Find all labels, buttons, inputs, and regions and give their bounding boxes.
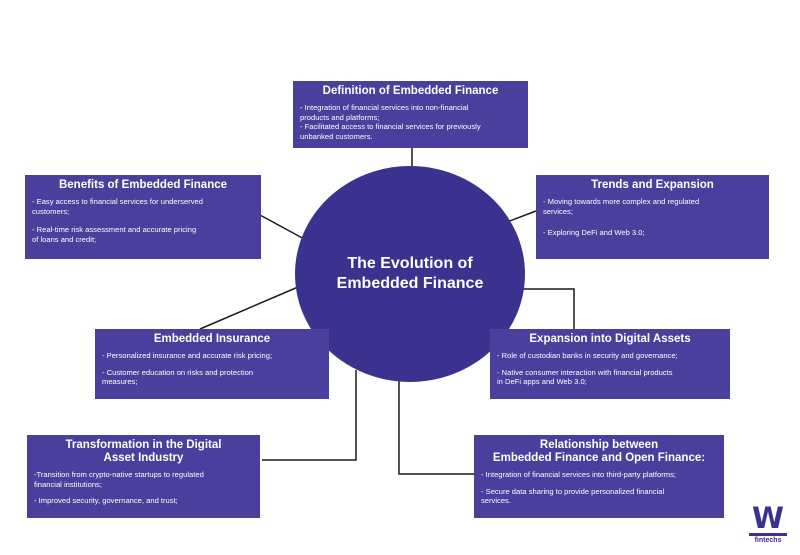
definition-line: - Facilitated access to financial servic… [300, 122, 481, 132]
definition-line: unbanked customers. [300, 131, 373, 141]
connector-trends [506, 210, 537, 223]
connector-digital-assets [509, 288, 575, 330]
relationship-title: Relationship between Embedded Finance an… [481, 439, 717, 465]
definition-line: products and platforms; [300, 112, 380, 122]
brand-logo: W fintechs [746, 503, 790, 545]
trends-line: - Moving towards more complex and regula… [543, 197, 700, 206]
transformation-line: -Transition from crypto-native startups … [34, 470, 204, 479]
insurance-line: - Personalized insurance and accurate ri… [102, 351, 273, 360]
benefits-line: - Easy access to financial services for … [32, 197, 203, 206]
connector-insurance [199, 286, 299, 330]
transformation-title-line: Transformation in the Digital [65, 439, 222, 451]
connector-relationship [398, 378, 476, 475]
trends-line: services; [543, 206, 573, 216]
relationship-line: - Integration of financial services into… [481, 470, 676, 479]
transformation-title-line: Asset Industry [103, 452, 184, 464]
digital-assets-box: Expansion into Digital Assets - Role of … [490, 329, 730, 399]
benefits-line: - Real-time risk assessment and accurate… [32, 225, 197, 235]
benefits-box: Benefits of Embedded Finance - Easy acce… [25, 175, 261, 259]
relationship-title-line: Relationship between [539, 439, 659, 451]
insurance-line: - Customer education on risks and protec… [102, 367, 254, 377]
connector-benefits [259, 214, 307, 241]
digital-assets-line: - Role of custodian banks in security an… [497, 351, 678, 360]
trends-box: Trends and Expansion - Moving towards mo… [536, 175, 769, 259]
digital-assets-title: Expansion into Digital Assets [529, 333, 691, 345]
benefits-title: Benefits of Embedded Finance [58, 179, 228, 191]
relationship-title-line: Embedded Finance and Open Finance: [492, 452, 706, 464]
relationship-box: Relationship between Embedded Finance an… [474, 435, 724, 518]
definition-line: - Integration of financial services into… [300, 103, 469, 112]
transformation-title: Transformation in the Digital Asset Indu… [34, 439, 253, 465]
digital-assets-line: in DeFi apps and Web 3.0; [497, 377, 587, 387]
center-title: The Evolution of Embedded Finance [336, 255, 484, 292]
trends-line: - Exploring DeFi and Web 3.0; [543, 228, 645, 238]
center-circle: The Evolution of Embedded Finance [295, 166, 525, 382]
transformation-box: Transformation in the Digital Asset Indu… [27, 435, 260, 518]
transformation-line: - Improved security, governance, and tru… [34, 496, 178, 506]
definition-title: Definition of Embedded Finance [322, 85, 499, 97]
insurance-box: Embedded Insurance - Personalized insura… [95, 329, 329, 399]
benefits-line: customers; [32, 206, 70, 216]
logo-underline [749, 533, 787, 536]
transformation-line: financial institutions; [34, 479, 102, 489]
connector-transformation [262, 370, 357, 461]
insurance-title: Embedded Insurance [153, 333, 271, 345]
logo-text: fintechs [754, 537, 782, 544]
relationship-line: - Secure data sharing to provide persona… [481, 486, 665, 496]
definition-box: Definition of Embedded Finance - Integra… [293, 81, 528, 148]
insurance-line: measures; [102, 377, 138, 387]
benefits-line: of loans and credit; [32, 234, 97, 244]
relationship-line: services. [481, 496, 511, 506]
digital-assets-line: - Native consumer interaction with finan… [497, 367, 673, 377]
trends-title: Trends and Expansion [591, 179, 714, 191]
logo-mark: W [752, 501, 784, 535]
